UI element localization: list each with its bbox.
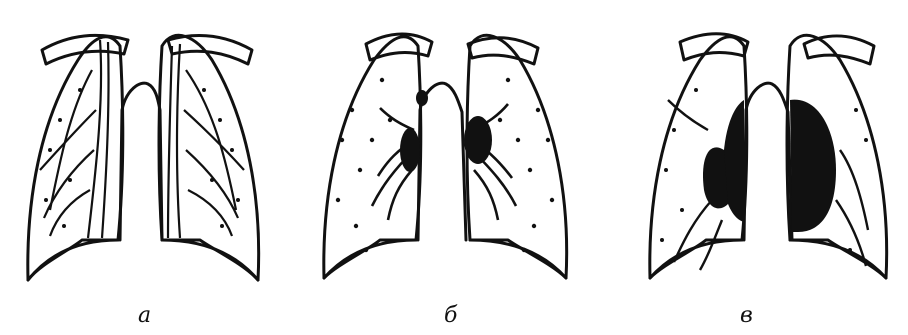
lung-outline xyxy=(159,35,259,280)
panel-label: в xyxy=(740,303,753,328)
lung-drawing-c xyxy=(604,0,906,300)
mediastinum xyxy=(120,83,162,240)
diaphragm-arc xyxy=(650,240,742,278)
hilar-branches xyxy=(372,104,516,220)
diaphragm-arc xyxy=(28,240,118,280)
lung-drawing-b xyxy=(302,0,604,300)
clavicle xyxy=(680,34,748,60)
lung-drawing-a xyxy=(0,0,302,300)
diaphragm-arc xyxy=(162,240,258,280)
speckles xyxy=(336,78,554,252)
hilar-mass xyxy=(400,90,492,172)
diaphragm-arc xyxy=(324,240,416,278)
diaphragm-arc xyxy=(790,240,886,278)
panel-c: в xyxy=(604,0,906,335)
mediastinal-mass xyxy=(703,100,836,232)
panel-b: б xyxy=(302,0,604,335)
panel-label: б xyxy=(444,303,457,328)
diaphragm-arc xyxy=(470,240,566,278)
mediastinum xyxy=(418,83,466,240)
panel-a: а xyxy=(0,0,302,335)
panel-label: а xyxy=(138,303,151,328)
mediastinum xyxy=(744,83,792,240)
speckles xyxy=(44,88,240,228)
